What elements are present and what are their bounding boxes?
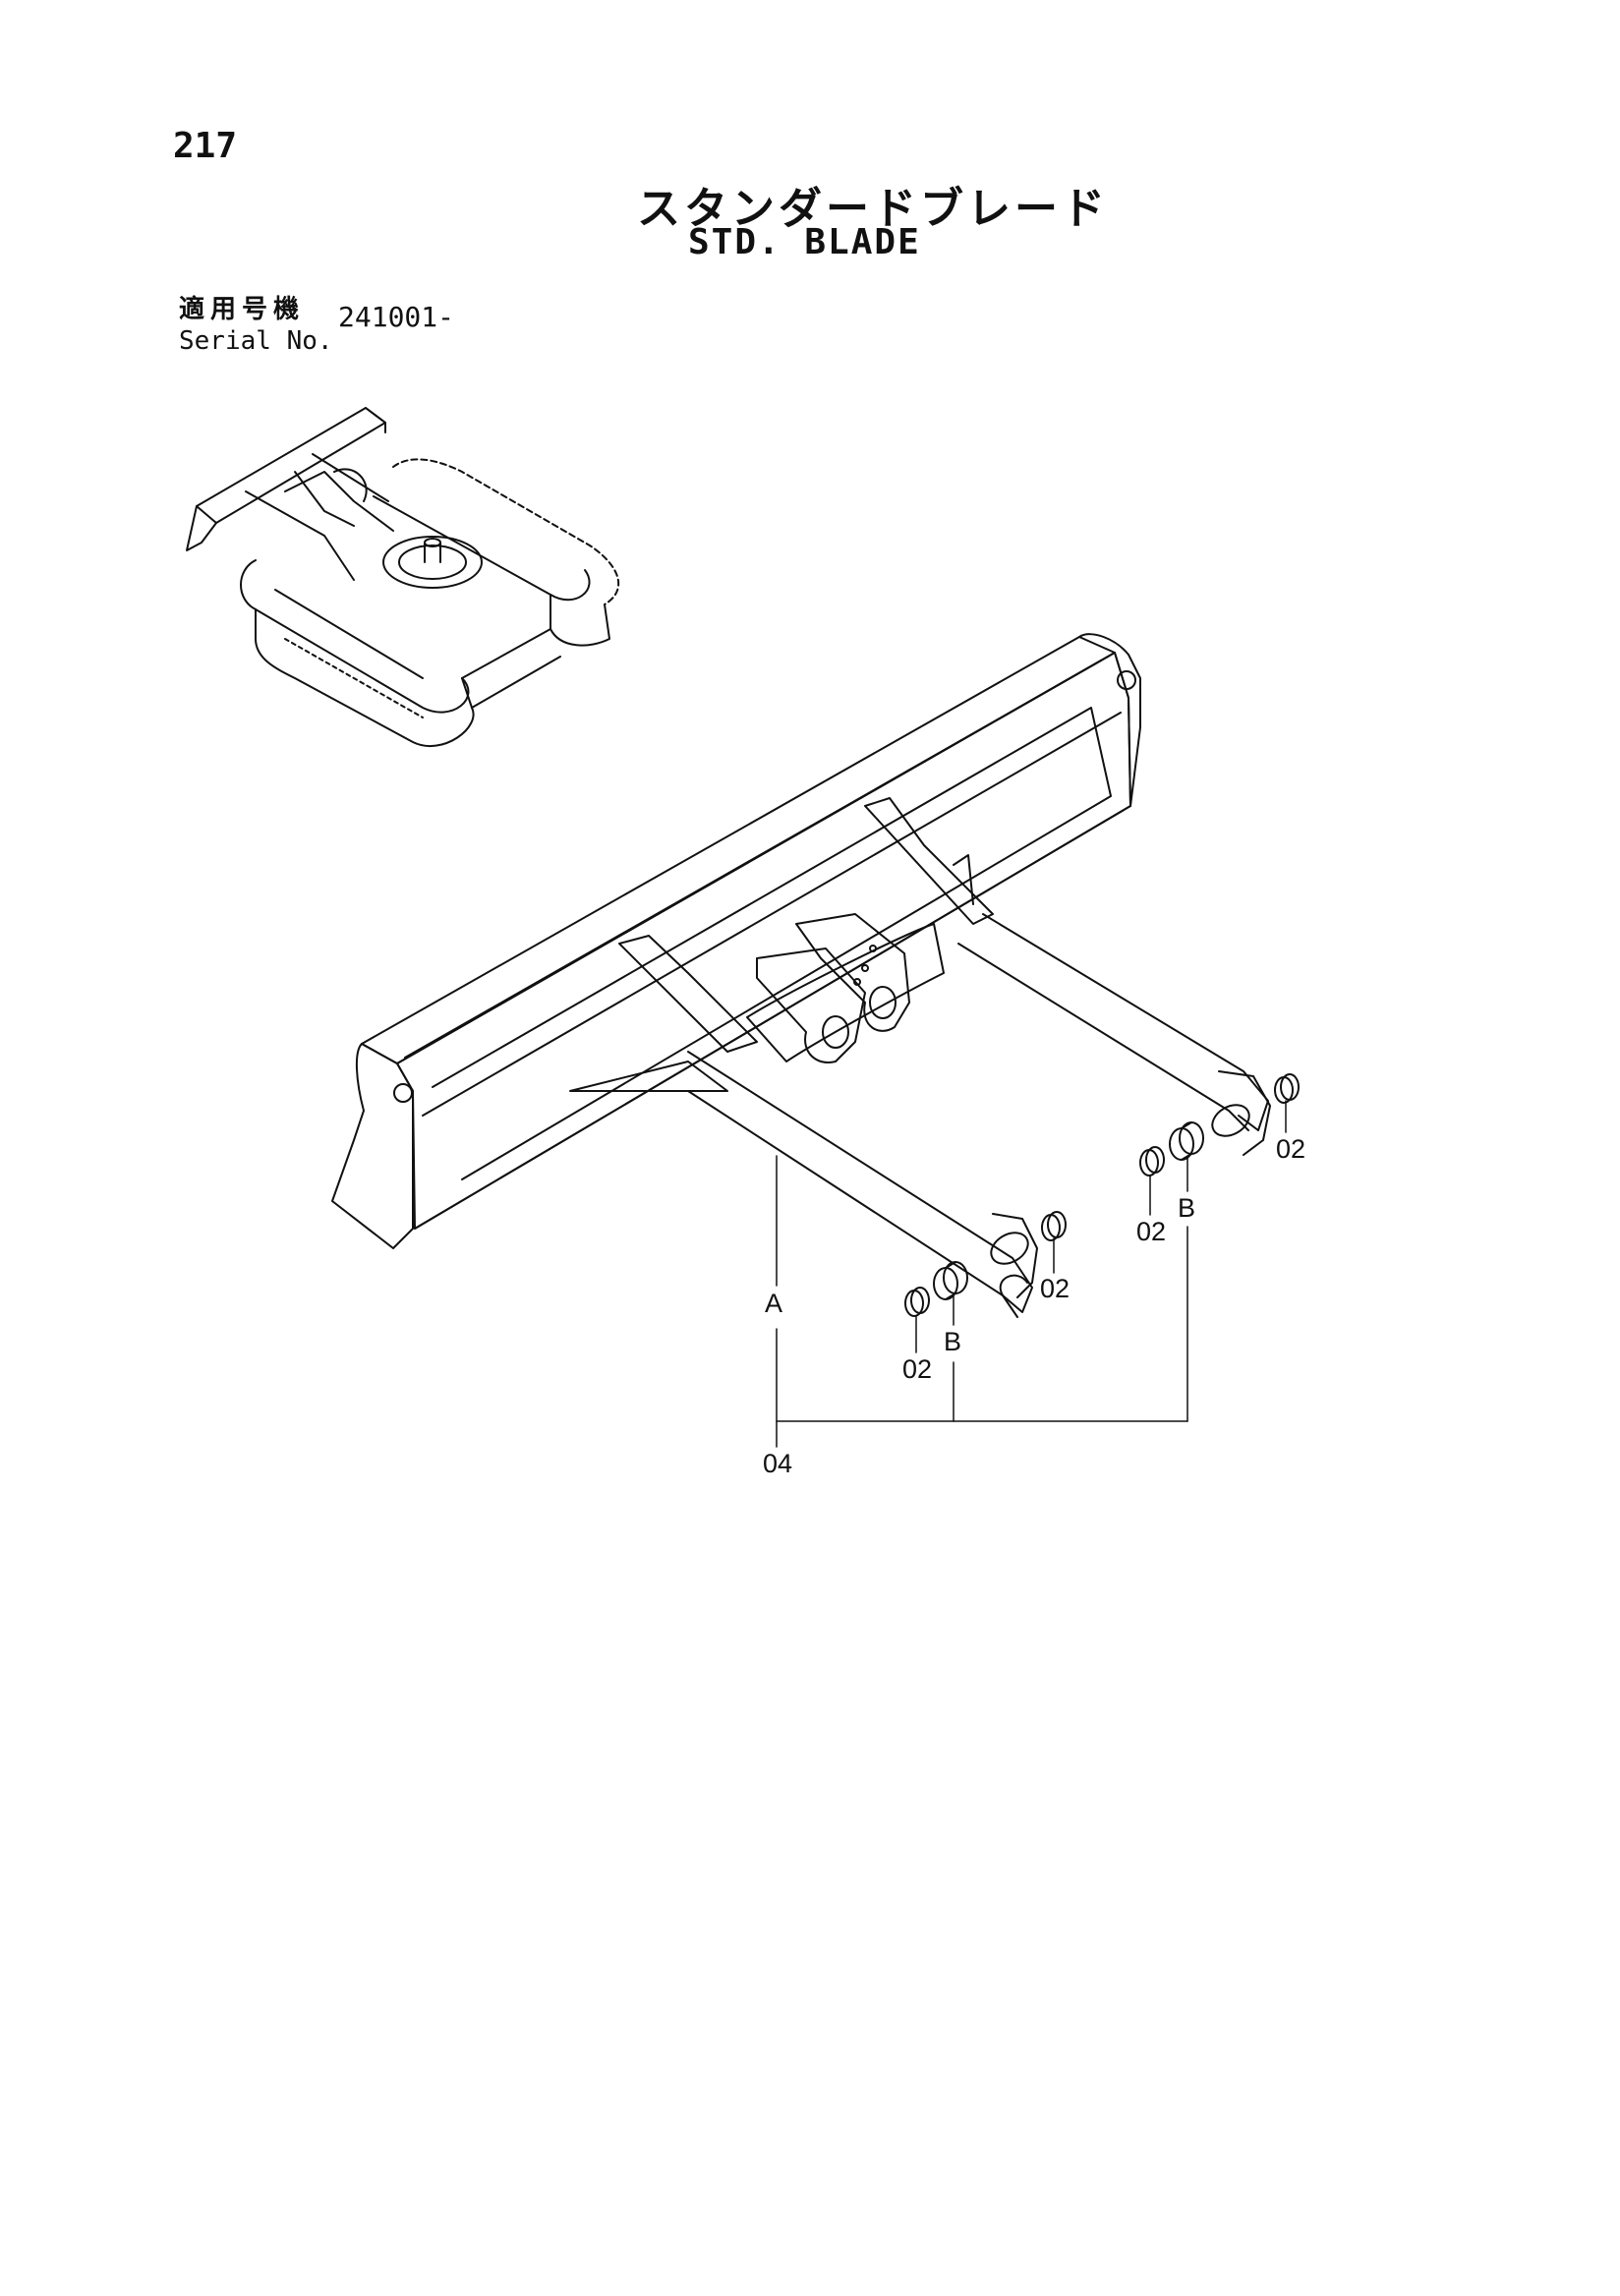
inset-blade-arm-left xyxy=(245,490,355,581)
callout-b-left: B xyxy=(944,1327,962,1356)
callout-02-right-inner: 02 xyxy=(1136,1217,1167,1246)
machine-overview-inset xyxy=(186,407,620,748)
serial-label-english: Serial No. xyxy=(179,326,333,356)
cylinder-pin-hole-right xyxy=(869,986,897,1019)
right-gusset xyxy=(864,797,994,925)
inset-track-right xyxy=(373,495,591,602)
left-arm-bushings xyxy=(904,1211,1067,1317)
cylinder-pin-hole-left xyxy=(822,1015,849,1049)
title-japanese: スタンダードブレード xyxy=(637,184,1109,234)
callout-02-right-outer: 02 xyxy=(1276,1134,1306,1164)
title-english: STD. BLADE xyxy=(688,222,921,262)
inset-swing-ring xyxy=(382,536,483,589)
blade-front-face xyxy=(396,652,1131,1230)
left-arm-bottom xyxy=(687,1090,1018,1318)
right-arm-bottom xyxy=(957,943,1249,1131)
cylinder-ear-right xyxy=(795,913,910,1032)
right-arm-bushings xyxy=(1139,1073,1300,1177)
blade-right-side-plate xyxy=(1078,633,1141,807)
serial-label-japanese: 適用号機 xyxy=(179,295,306,324)
callout-02-left-outer: 02 xyxy=(1040,1274,1070,1303)
callout-a: A xyxy=(765,1289,783,1318)
blade-assembly xyxy=(331,633,1271,1318)
callout-04-assembly: 04 xyxy=(763,1449,793,1478)
left-arm-top xyxy=(687,1051,1033,1313)
left-gusset-foot xyxy=(569,1061,728,1092)
inset-blade-arm-right xyxy=(312,453,389,502)
blade-right-hole xyxy=(1117,670,1136,690)
blade-left-hole xyxy=(393,1083,413,1103)
serial-number-value: 241001- xyxy=(338,301,455,333)
leader-lines xyxy=(776,1100,1287,1448)
left-gusset xyxy=(618,935,758,1053)
callout-b-right: B xyxy=(1178,1193,1196,1223)
inset-blade-edge xyxy=(186,505,217,551)
right-arm-boss xyxy=(1211,1104,1250,1137)
left-arm-boss xyxy=(990,1232,1029,1265)
blade-top-face xyxy=(361,636,1116,1064)
callout-02-left-inner: 02 xyxy=(902,1354,933,1384)
blade-left-side-plate xyxy=(331,1043,414,1249)
center-tube xyxy=(746,923,945,1062)
page-number: 217 xyxy=(173,126,238,166)
right-arm-top xyxy=(982,913,1269,1131)
cylinder-ear-left xyxy=(756,947,866,1063)
inset-blade xyxy=(196,407,386,524)
